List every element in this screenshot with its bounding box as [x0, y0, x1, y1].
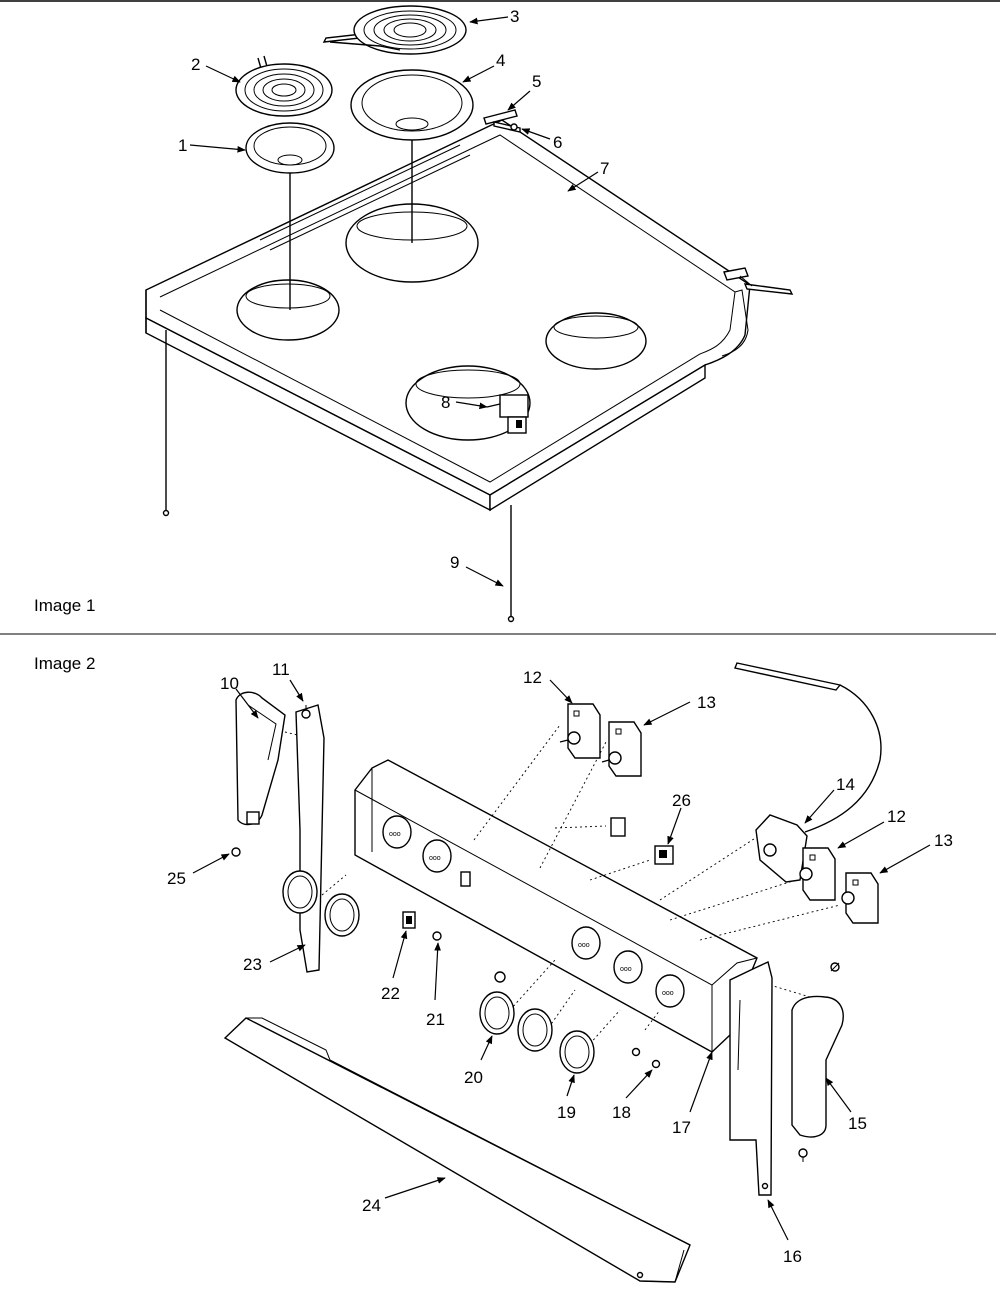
svg-text:ooo: ooo: [429, 855, 441, 862]
screw: [301, 705, 311, 719]
infinite-switch: [559, 703, 601, 759]
callout-3: 3: [510, 7, 519, 26]
callout-21: 21: [426, 1010, 445, 1029]
infinite-switch: [799, 847, 836, 901]
svg-text:ooo: ooo: [578, 942, 590, 949]
knob-hole: [655, 974, 685, 1008]
large-drip-bowl: [350, 69, 474, 141]
callout-17: 17: [672, 1118, 691, 1137]
cooktop-assembly: [145, 119, 794, 623]
infinite-switch: [601, 721, 642, 777]
screw: [798, 1148, 808, 1162]
callout-20: 20: [464, 1068, 483, 1087]
image-2-title: Image 2: [34, 654, 95, 673]
terminal-block: [486, 394, 529, 434]
callout-16: 16: [783, 1247, 802, 1266]
screw: [631, 1047, 661, 1069]
callout-12-left: 12: [523, 668, 542, 687]
callout-1: 1: [178, 136, 187, 155]
svg-text:ooo: ooo: [662, 990, 674, 997]
large-surface-element: [322, 5, 467, 55]
callout-24: 24: [362, 1196, 381, 1215]
callouts-image-1: 1 2 3 4 5 6 7 8 9: [178, 7, 609, 587]
callout-12-right: 12: [887, 807, 906, 826]
knob-hole: [613, 950, 643, 984]
callout-14: 14: [836, 775, 855, 794]
callouts-image-2: 10 11 12 13 14 12 13 26 25 23 22 21 20 1…: [167, 660, 953, 1266]
callout-15: 15: [848, 1114, 867, 1133]
callout-22: 22: [381, 984, 400, 1003]
control-knob: [324, 893, 360, 937]
callout-13-right: 13: [934, 831, 953, 850]
svg-text:ooo: ooo: [620, 966, 632, 973]
small-drip-bowl: [245, 122, 335, 174]
callout-9: 9: [450, 553, 459, 572]
right-end-cap: [791, 995, 844, 1138]
callout-18: 18: [612, 1103, 631, 1122]
selector-switch: [610, 817, 674, 865]
knob-hole: [571, 926, 601, 960]
element-receptacle: [483, 109, 521, 133]
callout-6: 6: [553, 133, 562, 152]
callout-23: 23: [243, 955, 262, 974]
left-side-bracket: [282, 704, 325, 973]
callout-4: 4: [496, 51, 505, 70]
infinite-switch: [841, 872, 879, 924]
lamp-clip: [432, 931, 442, 941]
knob-hole: [422, 839, 452, 873]
callout-5: 5: [532, 72, 541, 91]
callout-8: 8: [441, 393, 450, 412]
burner-opening-left-front: [236, 279, 340, 341]
image-1-title: Image 1: [34, 596, 95, 615]
clock-timer: [734, 662, 882, 883]
left-end-cap: [235, 691, 286, 826]
burner-opening-right-front: [405, 365, 531, 441]
svg-text:ooo: ooo: [389, 831, 401, 838]
screw: [231, 847, 241, 857]
small-surface-element: [235, 55, 333, 117]
callout-25: 25: [167, 869, 186, 888]
control-knob: [517, 1008, 553, 1052]
control-knob: [479, 991, 515, 1035]
backguard-panel: ooo ooo ooo ooo ooo: [354, 759, 758, 1053]
screw: [494, 971, 506, 983]
callout-19: 19: [557, 1103, 576, 1122]
callout-13-left: 13: [697, 693, 716, 712]
callout-2: 2: [191, 55, 200, 74]
callout-26: 26: [672, 791, 691, 810]
front-trim: [223, 1017, 691, 1283]
callout-10: 10: [220, 674, 239, 693]
right-side-bracket: [729, 961, 773, 1196]
callout-11: 11: [272, 660, 290, 679]
callout-7: 7: [600, 159, 609, 178]
hinge-bracket-right: [723, 267, 794, 295]
knob-hole: [382, 815, 412, 849]
control-knob: [559, 1030, 595, 1074]
screw: [830, 962, 840, 972]
burner-opening-right-rear: [545, 312, 647, 370]
cooktop-side-edge: [489, 363, 706, 512]
indicator-window: [460, 871, 471, 887]
indicator-lamp: [402, 911, 416, 929]
